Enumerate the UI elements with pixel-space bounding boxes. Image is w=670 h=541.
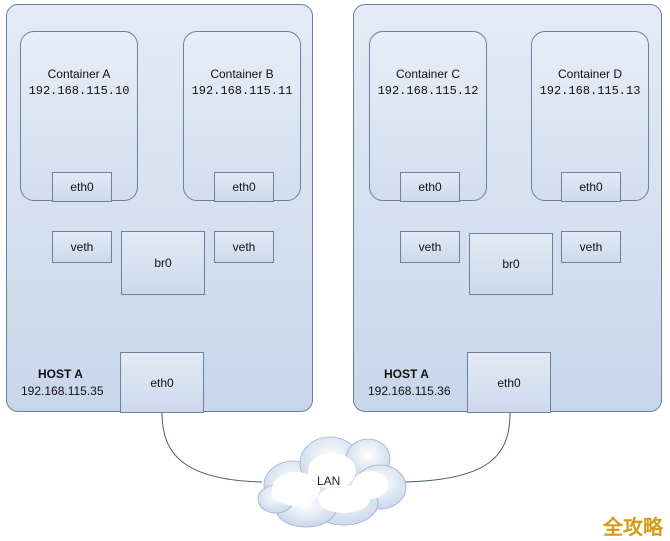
- container-name: Container A: [47, 67, 111, 81]
- bridge-br0-right[interactable]: br0: [469, 233, 553, 295]
- veth-c[interactable]: veth: [400, 231, 460, 263]
- container-b[interactable]: Container B 192.168.115.11: [183, 31, 301, 201]
- host-ip: 192.168.115.36: [368, 384, 451, 398]
- cable-host-b-lan: [403, 412, 511, 483]
- host-ip: 192.168.115.35: [21, 384, 104, 398]
- lan-cloud-icon: [257, 436, 407, 528]
- veth-d[interactable]: veth: [561, 231, 621, 263]
- host-eth0-left[interactable]: eth0: [120, 352, 204, 413]
- container-name: Container B: [210, 67, 274, 81]
- watermark-logo: 全攻略: [603, 515, 663, 539]
- lan-label: LAN: [317, 474, 341, 488]
- host-eth0-right[interactable]: eth0: [467, 352, 551, 413]
- container-ip: 192.168.115.13: [539, 84, 641, 98]
- bridge-br0-left[interactable]: br0: [121, 231, 205, 295]
- cable-host-a-lan: [161, 412, 263, 483]
- eth0-container-b[interactable]: eth0: [214, 172, 274, 202]
- container-ip: 192.168.115.12: [377, 84, 479, 98]
- container-name: Container C: [395, 67, 461, 81]
- container-ip: 192.168.115.11: [191, 84, 293, 98]
- host-name: HOST A: [38, 367, 83, 381]
- container-ip: 192.168.115.10: [28, 84, 130, 98]
- host-name: HOST A: [384, 367, 429, 381]
- eth0-container-a[interactable]: eth0: [52, 172, 112, 202]
- container-name: Container D: [557, 67, 623, 81]
- eth0-container-c[interactable]: eth0: [400, 172, 460, 202]
- eth0-container-d[interactable]: eth0: [561, 172, 621, 202]
- veth-a[interactable]: veth: [52, 231, 112, 263]
- veth-b[interactable]: veth: [214, 231, 274, 263]
